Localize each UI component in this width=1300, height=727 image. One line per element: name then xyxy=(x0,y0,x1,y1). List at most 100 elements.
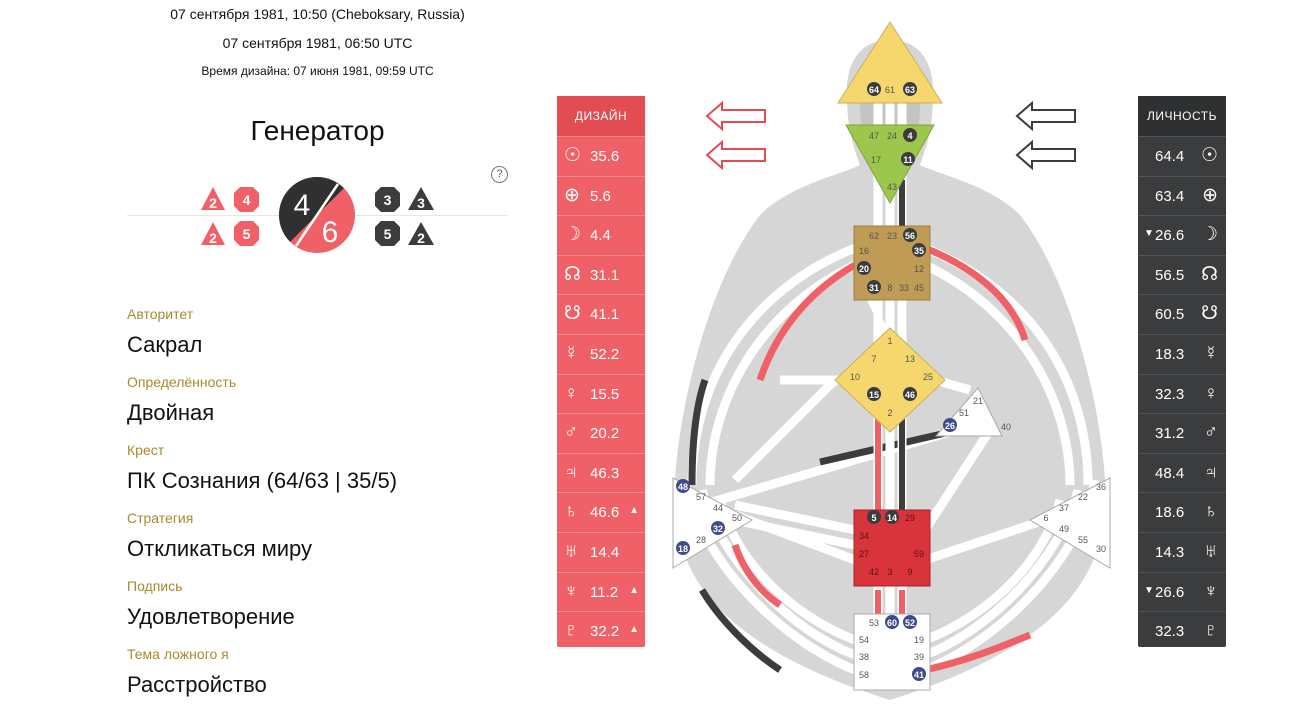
gate-number: 3 xyxy=(887,567,892,577)
exaltation-marker: ▲ xyxy=(629,584,639,596)
active-gate-marker xyxy=(676,541,690,555)
planet-icon: ☿ xyxy=(1203,342,1218,364)
personality-row[interactable]: ☊56.5 xyxy=(1138,254,1226,295)
gate-number: 16 xyxy=(859,246,869,256)
active-gate-marker xyxy=(903,387,917,401)
personality-row[interactable]: ☽26.6▼ xyxy=(1138,215,1226,255)
planet-icon: ☋ xyxy=(564,303,581,325)
gate-line-value: 14.4 xyxy=(590,543,620,561)
birth-local-datetime: 07 сентября 1981, 10:50 (Cheboksary, Rus… xyxy=(170,6,465,22)
g-center[interactable] xyxy=(834,327,946,433)
head-center[interactable] xyxy=(837,21,943,104)
gate-line-value: 41.1 xyxy=(590,306,620,324)
gate-line-value: 15.5 xyxy=(590,385,620,403)
design-row[interactable]: ♇32.2▲ xyxy=(557,611,645,651)
active-gate-marker xyxy=(885,510,899,524)
personality-row[interactable]: ♇32.3 xyxy=(1138,611,1226,651)
personality-panel-title: ЛИЧНОСТЬ xyxy=(1138,96,1226,136)
prop-label: Тема ложного я xyxy=(127,646,229,662)
gate-number: 29 xyxy=(905,513,915,523)
arrow-triangle-icon xyxy=(408,187,434,210)
design-row[interactable]: ♄46.6▲ xyxy=(557,492,645,532)
gate-number: 34 xyxy=(859,531,869,541)
active-gate-marker xyxy=(901,152,915,166)
personality-row[interactable]: ☉64.4 xyxy=(1138,136,1226,176)
profile-right-tri-top: 3 xyxy=(417,195,425,211)
planet-icon: ♀ xyxy=(1203,382,1218,404)
channel xyxy=(731,376,839,484)
design-row[interactable]: ☋ 41.1 xyxy=(557,294,645,334)
personality-row[interactable]: ♅14.3 xyxy=(1138,531,1226,572)
personality-row[interactable]: ♂31.2 xyxy=(1138,413,1226,453)
arrow-left-icon xyxy=(705,100,766,132)
design-row[interactable]: ♀15.5 xyxy=(557,373,645,414)
gate-line-value: 48.4 xyxy=(1155,464,1185,482)
gate-number: 17 xyxy=(871,155,881,165)
active-gate-marker xyxy=(903,128,917,142)
gate-number: 8 xyxy=(887,283,892,293)
channel-design xyxy=(731,543,782,608)
planet-icon: ☿ xyxy=(564,342,579,364)
profile-right-oct-top: 3 xyxy=(384,192,392,208)
gate-number: 1 xyxy=(887,336,892,346)
design-row[interactable]: ⊕ 5.6 xyxy=(557,175,645,216)
personality-row[interactable]: ⊕63.4 xyxy=(1138,175,1226,216)
gate-line-value: 52.2 xyxy=(590,345,620,363)
profile-left-oct-top: 4 xyxy=(243,192,251,208)
planet-icon: ♅ xyxy=(1203,540,1218,562)
gate-number: 18 xyxy=(678,544,688,554)
personality-row[interactable]: ♆26.6▼ xyxy=(1138,571,1226,612)
design-row[interactable]: ☉35.6 xyxy=(557,136,645,176)
prop-value: Расстройство xyxy=(127,672,267,697)
gate-number: 60 xyxy=(887,618,897,628)
gate-number: 58 xyxy=(859,670,869,680)
design-row[interactable]: ♂20.2 xyxy=(557,413,645,453)
design-arrows xyxy=(705,100,766,171)
arrow-triangle-icon xyxy=(201,222,225,245)
gate-number: 14 xyxy=(887,513,897,523)
gate-number: 59 xyxy=(914,549,924,559)
design-panel-title: ДИЗАЙН xyxy=(557,96,645,136)
prop-value: Удовлетворение xyxy=(127,604,295,629)
planet-icon: ☊ xyxy=(1201,263,1218,285)
design-row[interactable]: ☿ 52.2 xyxy=(557,333,645,374)
gate-number: 40 xyxy=(1001,422,1011,432)
design-row[interactable]: ♅14.4 xyxy=(557,531,645,572)
spleen-center[interactable] xyxy=(672,477,754,569)
prop-value: Двойная xyxy=(127,400,215,425)
personality-row[interactable]: ☿18.3 xyxy=(1138,333,1226,374)
gate-number: 61 xyxy=(885,85,895,95)
gate-number: 41 xyxy=(914,670,924,680)
planet-icon: ♂ xyxy=(1203,422,1218,444)
personality-row[interactable]: ♃48.4 xyxy=(1138,452,1226,493)
help-icon[interactable]: ? xyxy=(491,166,508,183)
active-gate-marker xyxy=(867,280,881,294)
channel xyxy=(923,515,1047,565)
arrow-left-icon xyxy=(705,139,766,171)
design-row[interactable]: ☽4.4 xyxy=(557,215,645,255)
gate-number: 39 xyxy=(914,652,924,662)
gate-number: 37 xyxy=(1059,503,1069,513)
personality-row[interactable]: ♀32.3 xyxy=(1138,373,1226,414)
design-row[interactable]: ♆11.2▲ xyxy=(557,571,645,612)
planet-icon: ☉ xyxy=(1200,145,1218,166)
gate-number: 48 xyxy=(678,482,688,492)
gate-line-value: 5.6 xyxy=(590,187,611,205)
active-gate-marker xyxy=(711,521,725,535)
arrow-triangle-icon xyxy=(408,222,434,245)
gate-line-value: 26.6 xyxy=(1155,583,1185,601)
personality-row[interactable]: ☋60.5 xyxy=(1138,294,1226,334)
solar-plexus-center[interactable] xyxy=(1028,477,1111,569)
gate-number: 62 xyxy=(869,231,879,241)
gate-number: 50 xyxy=(732,513,742,523)
prop-label: Определённость xyxy=(127,374,237,390)
gate-number: 25 xyxy=(923,372,933,382)
design-row[interactable]: ☊31.1 xyxy=(557,254,645,295)
profile-left-tri-top: 2 xyxy=(209,195,217,211)
birth-utc-datetime: 07 сентября 1981, 06:50 UTC xyxy=(222,35,413,51)
channel xyxy=(733,510,857,565)
personality-row[interactable]: ♄18.6 xyxy=(1138,492,1226,532)
planet-icon: ⊕ xyxy=(564,184,580,206)
gate-number: 11 xyxy=(903,155,913,165)
design-row[interactable]: ♃46.3 xyxy=(557,452,645,493)
